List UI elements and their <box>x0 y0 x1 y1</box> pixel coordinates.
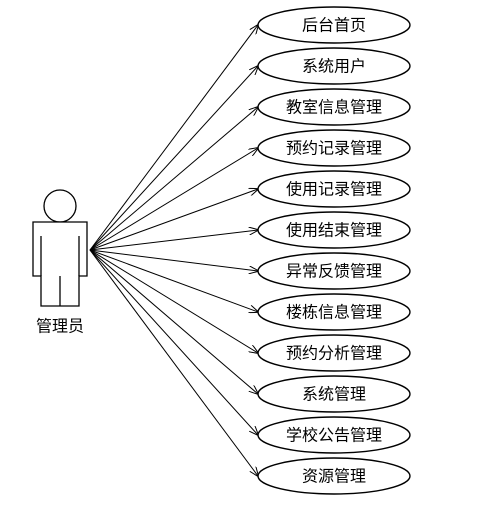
association-arrow <box>89 230 258 251</box>
use-case: 预约分析管理 <box>257 334 411 372</box>
association-arrow <box>89 148 258 251</box>
use-case: 使用记录管理 <box>257 170 411 208</box>
use-case-label: 教室信息管理 <box>286 98 382 117</box>
use-case-label: 使用记录管理 <box>286 180 382 199</box>
use-case: 后台首页 <box>257 6 411 44</box>
association-arrow <box>89 249 258 435</box>
use-case-ellipse <box>257 211 411 249</box>
use-case: 楼栋信息管理 <box>257 293 411 331</box>
association-arrow <box>89 107 258 251</box>
use-case: 教室信息管理 <box>257 88 411 126</box>
use-case-ellipse <box>257 416 411 454</box>
use-case: 系统管理 <box>257 375 411 413</box>
use-case-label: 异常反馈管理 <box>286 262 382 281</box>
association-arrow <box>89 249 258 394</box>
actor-head <box>43 189 77 223</box>
association-arrow <box>89 249 258 476</box>
actor-figure <box>32 189 88 307</box>
use-cases: 后台首页系统用户教室信息管理预约记录管理使用记录管理使用结束管理异常反馈管理楼栋… <box>257 6 411 495</box>
use-case-label: 资源管理 <box>302 467 366 486</box>
use-case: 使用结束管理 <box>257 211 411 249</box>
use-case-label: 系统用户 <box>302 57 366 76</box>
association-arrow <box>89 189 258 251</box>
actor-body <box>32 221 88 307</box>
use-case: 异常反馈管理 <box>257 252 411 290</box>
use-case: 系统用户 <box>257 47 411 85</box>
association-arrow <box>89 249 258 271</box>
use-case-ellipse <box>257 170 411 208</box>
use-case-label: 预约记录管理 <box>286 139 382 158</box>
use-case-label: 后台首页 <box>302 16 366 35</box>
association-arrow <box>89 249 258 353</box>
use-case-ellipse <box>257 252 411 290</box>
actor-label: 管理员 <box>36 317 84 336</box>
use-case-ellipse <box>257 293 411 331</box>
use-case-ellipse <box>257 375 411 413</box>
association-arrow <box>89 25 258 251</box>
use-case-ellipse <box>257 457 411 495</box>
use-case-ellipse <box>257 88 411 126</box>
use-case-label: 学校公告管理 <box>286 426 382 445</box>
use-case: 预约记录管理 <box>257 129 411 167</box>
use-case: 资源管理 <box>257 457 411 495</box>
use-case-label: 使用结束管理 <box>286 221 382 240</box>
use-case-label: 楼栋信息管理 <box>286 303 382 322</box>
use-case-ellipse <box>257 47 411 85</box>
use-case: 学校公告管理 <box>257 416 411 454</box>
use-case-ellipse <box>257 6 411 44</box>
associations <box>89 25 258 476</box>
use-case-label: 系统管理 <box>302 385 366 404</box>
use-case-label: 预约分析管理 <box>286 344 382 363</box>
association-arrow <box>89 66 258 251</box>
use-case-ellipse <box>257 129 411 167</box>
association-arrow <box>89 249 258 312</box>
use-case-ellipse <box>257 334 411 372</box>
